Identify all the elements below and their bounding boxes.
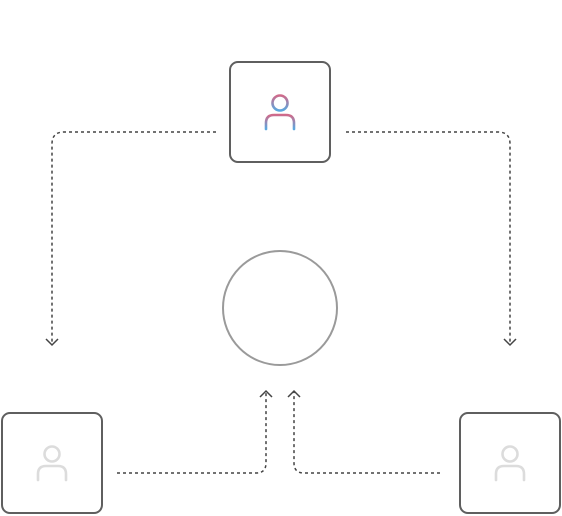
connector-top-to-left (51, 131, 216, 344)
hub-node[interactable] (222, 250, 338, 366)
right-node[interactable] (459, 412, 561, 514)
left-node[interactable] (1, 412, 103, 514)
arrowhead-right-up (287, 389, 301, 398)
user-icon (494, 445, 526, 482)
arrowhead-right-down (503, 338, 517, 347)
connector-left-to-hub (117, 392, 267, 474)
arrowhead-left-up (259, 389, 273, 398)
user-icon (36, 445, 68, 482)
connector-top-to-right (346, 131, 511, 344)
arrowhead-left-down (45, 338, 59, 347)
user-icon (264, 94, 296, 131)
top-node[interactable] (229, 61, 331, 163)
connector-right-to-hub (293, 392, 440, 474)
